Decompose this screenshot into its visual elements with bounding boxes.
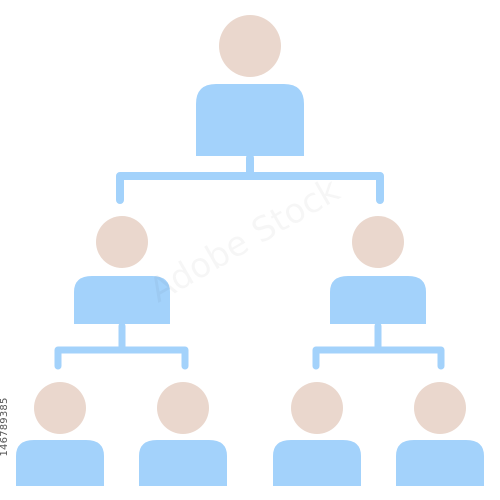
connectors: [54, 154, 445, 370]
connector-right: [312, 322, 445, 370]
person-icon-level2-2: [139, 382, 227, 486]
connector-left: [54, 322, 189, 370]
person-icon-level2-3: [273, 382, 361, 486]
person-icon-level1-left: [74, 216, 170, 324]
person-icon-level2-1: [16, 382, 104, 486]
person-icon-level2-4: [396, 382, 484, 486]
stock-id-label: 146789385: [0, 397, 10, 457]
connector-top: [116, 154, 384, 204]
person-icon-level1-right: [330, 216, 426, 324]
person-icon-root: [196, 15, 304, 156]
watermark-text: Adobe Stock: [143, 170, 347, 311]
